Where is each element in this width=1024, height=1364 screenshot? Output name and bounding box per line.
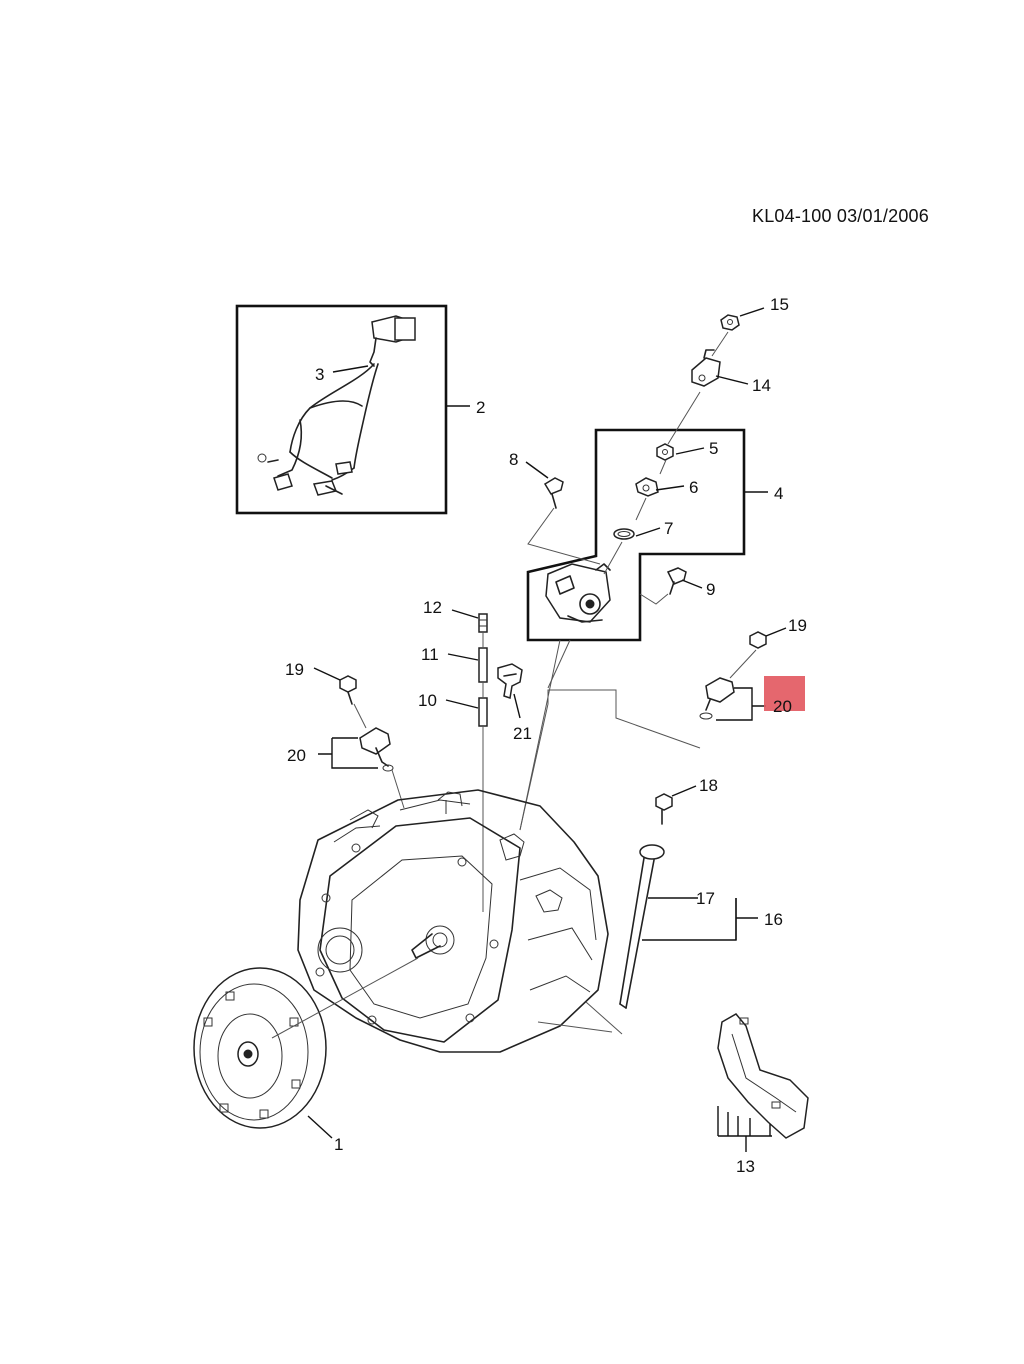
callout-20-left: 20 [287,746,306,765]
leader-12 [451,609,479,619]
callout-6: 6 [689,478,698,497]
transmission-housing [297,789,609,1053]
converter-guide-line [271,957,419,1039]
leader-19-right [765,627,787,637]
callout-16: 16 [764,910,783,929]
highlight-box-20 [764,676,805,711]
bolt-19-right [749,631,767,649]
leader-19-left [313,667,341,681]
leader-1 [307,1115,333,1139]
bracket-13 [717,1106,772,1152]
heat-shield-13 [717,1013,809,1139]
torque-converter [193,967,327,1129]
bolt-8-guide-line [527,507,601,565]
clip-21 [497,663,523,699]
callout-13: 13 [736,1157,755,1176]
callout-8: 8 [509,450,518,469]
nut-5 [656,443,674,461]
speed-sensor-right [699,677,735,720]
bolt-9-guide-line [639,593,669,605]
callout-19-right: 19 [788,616,807,635]
sensor-right-guide-line [729,649,757,679]
diagram-code-header: KL04-100 03/01/2006 [752,206,929,226]
dipstick-tube [619,844,665,1009]
callout-7: 7 [664,519,673,538]
callout-12: 12 [423,598,442,617]
leader-9 [681,579,703,589]
leader-8 [525,461,549,479]
callout-14: 14 [752,376,771,395]
callout-10: 10 [418,691,437,710]
callout-9: 9 [706,580,715,599]
leader-14 [715,375,749,385]
assembly-guide-line [603,459,667,575]
harness-inset-frame [235,304,448,515]
lever-guide-line [667,331,729,445]
callout-15: 15 [770,295,789,314]
leader-3 [332,365,369,373]
bolt-8 [543,477,564,509]
leader-5 [675,447,705,455]
leader-10 [445,699,479,709]
callout-4: 4 [774,484,783,503]
leader-6 [655,485,685,491]
speed-sensor-left [359,727,394,772]
callout-21: 21 [513,724,532,743]
callout-2: 2 [476,398,485,417]
pin-12 [478,613,488,633]
callout-20-right: 20 [773,697,792,716]
lever-14 [691,349,721,387]
leader-18 [671,785,697,797]
pin-11 [478,647,488,683]
callout-19-left: 19 [285,660,304,679]
leader-7 [635,527,661,537]
bolt-18 [655,793,673,825]
pin-10 [478,697,488,727]
callout-18: 18 [699,776,718,795]
bracket-20-left [318,737,378,769]
nut-15 [720,314,740,331]
bolt-19-left [339,675,357,705]
leader-21 [513,693,521,719]
callout-3: 3 [315,365,324,384]
bolt-9 [666,567,687,595]
housing-guide-line [519,689,701,831]
bracket-20-right [716,687,766,721]
callout-5: 5 [709,439,718,458]
callout-1: 1 [334,1135,343,1154]
leader-11 [447,653,479,661]
washer-6 [635,477,659,497]
callout-17: 17 [696,889,715,908]
seal-7 [613,528,635,540]
shield-guide-line [537,1001,623,1035]
housing-guide-line-2 [519,639,561,831]
sensor-assembly-frame [526,428,746,642]
range-sensor-drawing [545,563,611,623]
leader-15 [739,307,765,317]
callout-11: 11 [421,645,439,664]
sensor-left-guide-line [353,703,405,809]
wiring-harness-drawing [257,315,416,496]
